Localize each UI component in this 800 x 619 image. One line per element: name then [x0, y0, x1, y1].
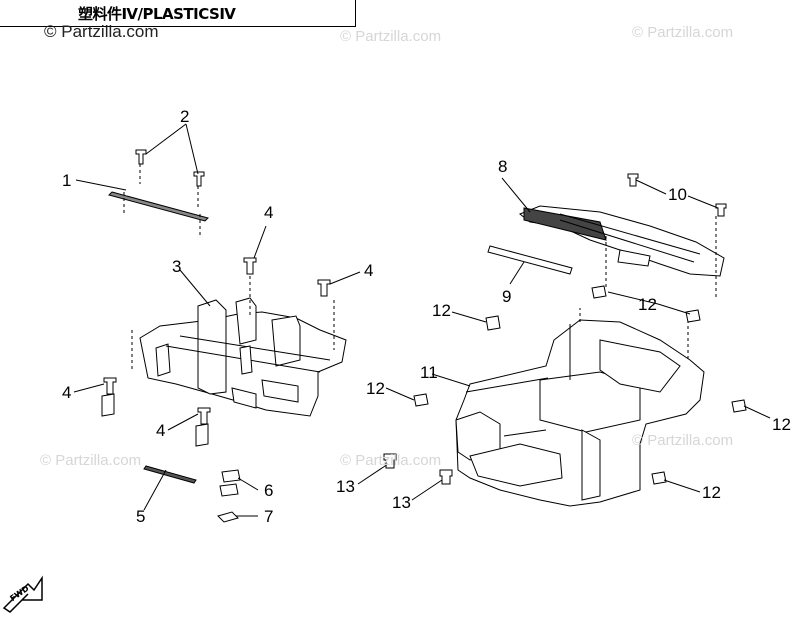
- diagram-title: 塑料件Ⅳ/PLASTICSⅣ: [78, 5, 236, 23]
- callout-12: 12: [432, 301, 451, 320]
- callout-11: 11: [420, 363, 438, 382]
- watermark: © Partzilla.com: [44, 22, 159, 41]
- callout-12: 12: [366, 379, 385, 398]
- callout-7: 7: [264, 507, 274, 526]
- callout-3: 3: [172, 257, 182, 276]
- callout-13: 13: [392, 493, 411, 512]
- part-11-tray: [455, 308, 705, 507]
- callout-4: 4: [264, 203, 274, 222]
- forward-arrow-icon: [2, 575, 43, 613]
- watermark: © Partzilla.com: [40, 452, 142, 469]
- leader-lines: [73, 123, 771, 517]
- callout-8: 8: [498, 157, 508, 176]
- part-1-strip: [108, 191, 209, 235]
- callout-4: 4: [156, 421, 166, 440]
- title-box: 塑料件Ⅳ/PLASTICSⅣ: [0, 0, 356, 27]
- callout-4: 4: [364, 261, 374, 280]
- part-13-grommets: [383, 453, 453, 485]
- callout-2: 2: [180, 107, 190, 126]
- part-7-clip: [217, 511, 239, 523]
- watermark: © Partzilla.com: [632, 24, 734, 41]
- part-10-clips: [605, 173, 727, 300]
- callout-12: 12: [702, 483, 721, 502]
- callout-5: 5: [136, 507, 146, 526]
- part-9-strip: [487, 245, 573, 275]
- part-6-pads: [219, 469, 241, 497]
- callout-12: 12: [638, 295, 657, 314]
- part-8-cover: [519, 205, 725, 277]
- part-5-strip: [143, 465, 197, 484]
- watermark: © Partzilla.com: [632, 432, 734, 449]
- callout-1: 1: [62, 171, 72, 190]
- callout-10: 10: [668, 185, 687, 204]
- watermark: © Partzilla.com: [340, 28, 442, 45]
- part-2-rivets: [135, 149, 205, 208]
- part-4-screws: [101, 257, 331, 447]
- callout-12: 12: [772, 415, 791, 434]
- callout-9: 9: [502, 287, 512, 306]
- watermark: © Partzilla.com: [340, 452, 442, 469]
- part-3-bracket: [131, 270, 347, 417]
- callout-4: 4: [62, 383, 72, 402]
- callout-13: 13: [336, 477, 355, 496]
- part-12-clips: [413, 285, 747, 485]
- callout-6: 6: [264, 481, 274, 500]
